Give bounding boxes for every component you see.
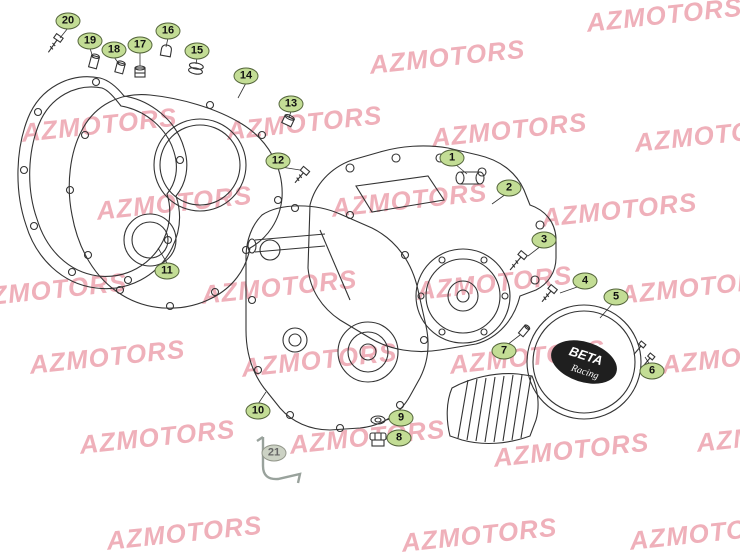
ignition-cover: BETA Racing — [526, 304, 642, 420]
cap-nut-16 — [159, 44, 172, 58]
fastener-parts — [47, 32, 656, 447]
fin-guard — [446, 373, 539, 444]
spacer-19 — [87, 53, 101, 70]
leader-lines — [59, 27, 651, 440]
bolt-4 — [541, 283, 559, 303]
roller-1 — [455, 171, 485, 185]
washer-9 — [370, 415, 386, 425]
clutch-cover-inner — [65, 94, 283, 311]
cover-logo: BETA Racing — [551, 340, 617, 384]
spacer-18 — [114, 60, 126, 75]
nut-8 — [369, 432, 387, 447]
bushing-13 — [281, 114, 295, 128]
screw-6a — [633, 340, 647, 355]
crankcase-left-half — [245, 203, 429, 433]
wire-bracket-21 — [256, 436, 302, 484]
kickstart-shaft — [247, 233, 326, 254]
bolt-12 — [294, 165, 311, 184]
bolt-20 — [47, 32, 64, 53]
washers-15 — [188, 62, 204, 75]
pin-7 — [517, 324, 531, 338]
clutch-cover-outer — [17, 76, 188, 290]
bolt-3 — [509, 249, 529, 271]
crankcase-right-half — [307, 145, 557, 353]
plug-17 — [134, 65, 146, 78]
